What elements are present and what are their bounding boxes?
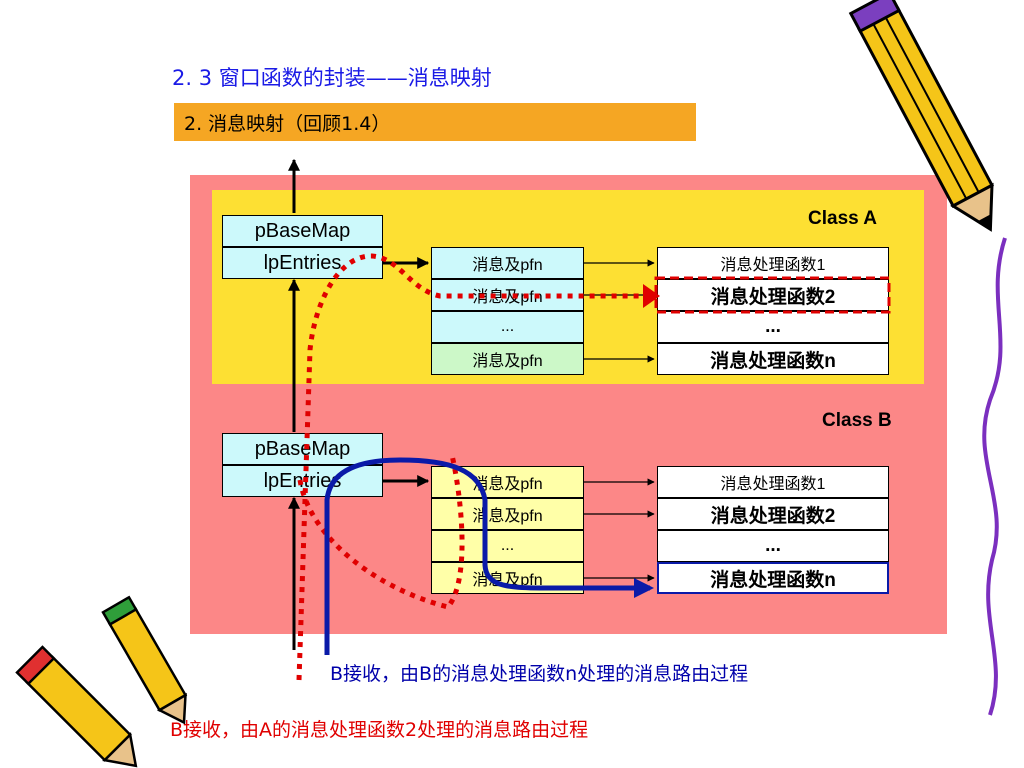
class-b-handler-2: 消息处理函数2 [657,498,889,530]
class-a-lpentries: lpEntries [222,247,383,279]
caption-blue-route: B接收，由B的消息处理函数n处理的消息路由过程 [330,663,749,685]
blue-route-path [324,457,654,655]
class-a-entry-1: 消息及pfn [431,247,584,279]
class-a-handler-2-highlight [654,276,891,314]
class-a-pbasemap: pBaseMap [222,215,383,247]
class-a-label: Class A [808,208,877,229]
red-route-path [296,253,645,681]
class-a-handler-n: 消息处理函数n [657,343,889,375]
caption-red-route: B接收，由A的消息处理函数2处理的消息路由过程 [170,719,589,741]
pencil-icon [848,0,995,232]
pencil-icon [15,645,138,768]
class-b-label: Class B [822,410,892,431]
red-route-arrowhead [643,284,660,308]
class-a-entry-n: 消息及pfn [431,343,584,375]
class-a-handler-2: 消息处理函数2 [657,279,889,311]
class-a-handler-1: 消息处理函数1 [657,247,889,279]
squiggle-decoration [982,237,1007,716]
entry-pointer-arrows [383,257,430,487]
class-b-handler-3: ... [657,530,889,562]
class-b-handler-1: 消息处理函数1 [657,466,889,498]
class-b-entry-3: ... [431,530,584,562]
class-b-entry-2: 消息及pfn [431,498,584,530]
subtitle-bar: 2. 消息映射（回顾1.4） [174,103,696,141]
slide-title: 2. 3 窗口函数的封装——消息映射 [172,66,492,90]
class-b-handler-n: 消息处理函数n [657,562,889,594]
class-b-pbasemap: pBaseMap [222,433,383,465]
class-a-entry-3: ... [431,311,584,343]
pencil-icon [101,595,188,725]
handler-pointer-arrows [584,259,655,582]
